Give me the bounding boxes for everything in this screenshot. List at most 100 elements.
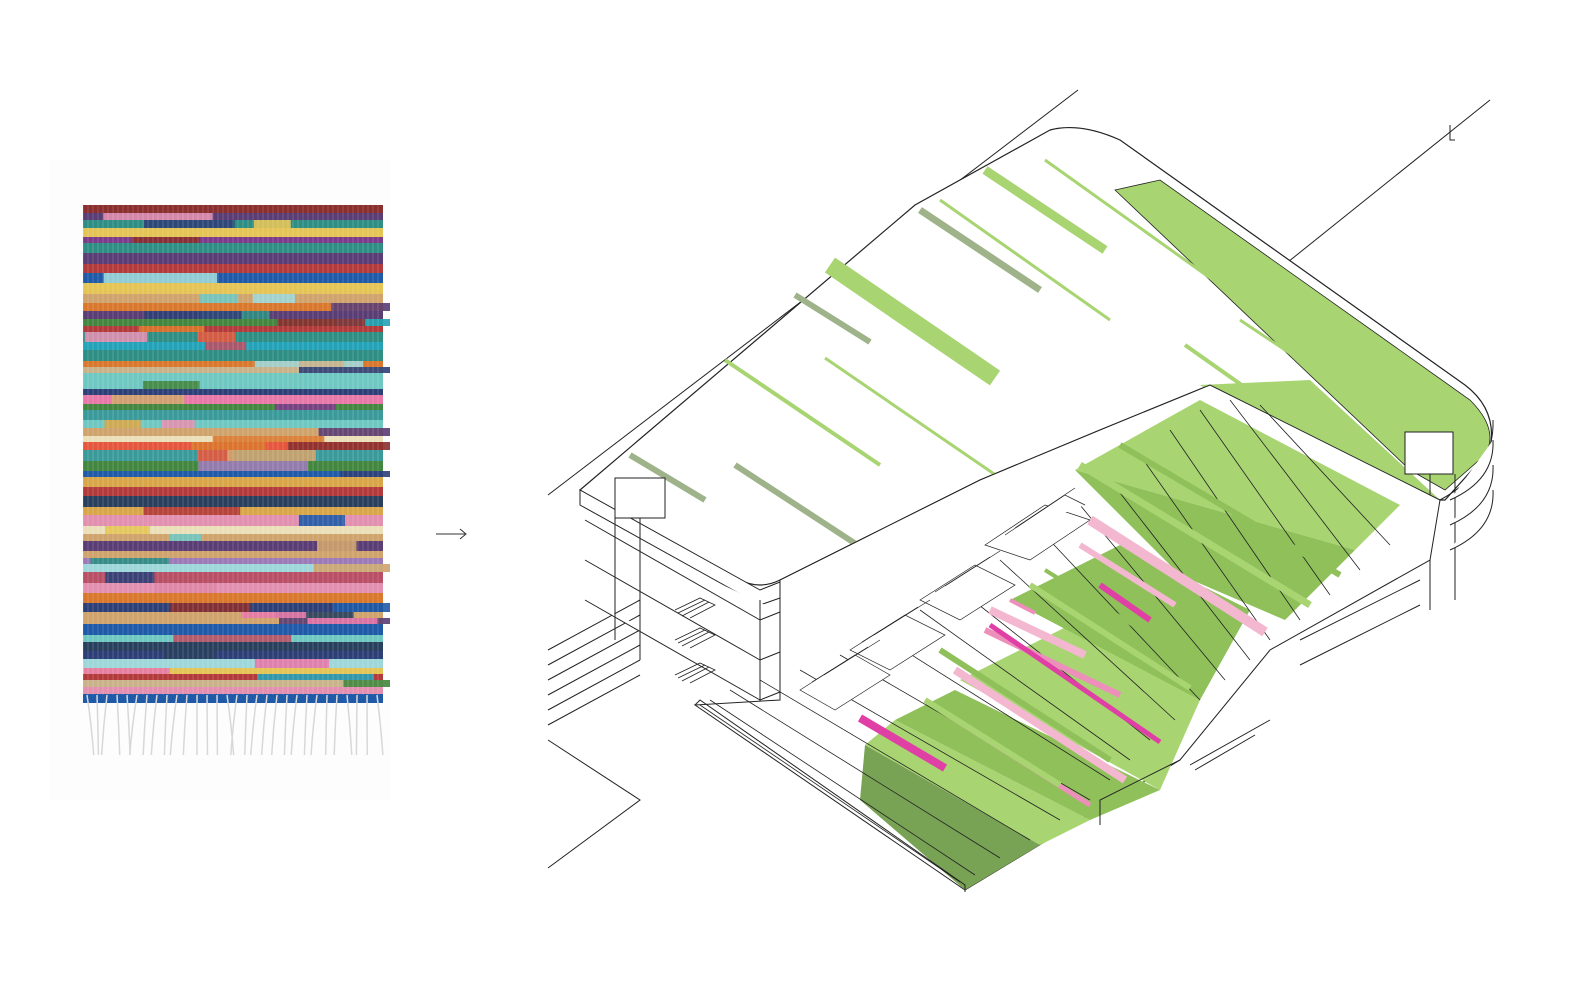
rug-weft-row: [83, 350, 383, 361]
green-strips: [923, 442, 1342, 788]
rug-fringe: [96, 694, 100, 756]
transformation-arrow: [430, 520, 480, 550]
rug-weft-row: [83, 551, 383, 558]
rug-color-patch: [331, 303, 390, 311]
rug-color-patch: [200, 294, 239, 303]
rug-color-patch: [111, 395, 185, 404]
rug-weft-row: [83, 373, 383, 381]
rug-weft-row: [83, 534, 383, 541]
rug-weft-row: [83, 694, 383, 703]
rug-fringe: [100, 694, 108, 756]
pink-strips: [857, 515, 1268, 808]
rug-weft-row: [83, 283, 383, 294]
rug-color-patch: [163, 651, 216, 659]
rug-fringe: [128, 694, 138, 756]
rug-color-patch: [317, 541, 357, 551]
rug-weft-row: [83, 264, 383, 273]
rug-color-patch: [191, 442, 266, 450]
rug-weft-row: [83, 420, 383, 428]
rug-color-patch: [257, 674, 374, 680]
rug-weft-row: [83, 237, 383, 243]
rug-color-patch: [105, 572, 155, 583]
rug-color-patch: [138, 326, 205, 332]
rug-fringe: [182, 694, 188, 756]
rug-weft-row: [83, 541, 383, 551]
rug-weft-row: [83, 404, 383, 410]
rug-color-patch: [168, 534, 202, 541]
rug-fringe: [169, 694, 178, 756]
rug-weft-row: [83, 253, 383, 264]
rug-color-patch: [277, 319, 365, 326]
rug-color-patch: [341, 680, 390, 687]
rug-color-patch: [173, 635, 292, 642]
rug-fringe: [260, 694, 268, 756]
rug-color-patch: [252, 294, 295, 303]
rug-color-patch: [105, 526, 150, 534]
rug-color-patch: [142, 381, 200, 389]
rug-weft-row: [83, 477, 383, 487]
arrow-right-icon: [436, 528, 467, 540]
rug-weft-row: [83, 496, 383, 507]
rug-weft-row: [83, 668, 383, 674]
rug-color-patch: [333, 603, 390, 612]
rug-weft-row: [83, 319, 383, 326]
rug-color-patch: [104, 420, 141, 428]
rug-fringe: [249, 694, 258, 756]
rug-color-patch: [298, 367, 390, 373]
rug-weft-row: [83, 515, 383, 526]
rug-weft-row: [83, 213, 383, 220]
rug-color-patch: [287, 442, 390, 450]
rug-weft-row: [83, 395, 383, 404]
rug-color-patch: [307, 618, 378, 624]
rug-color-patch: [340, 471, 390, 477]
rug-color-patch: [231, 680, 344, 687]
rug-color-patch: [84, 332, 148, 342]
rug-color-patch: [162, 420, 195, 428]
rug-weft-row: [83, 687, 383, 694]
rug-weft-row: [83, 381, 383, 389]
rug-weft-row: [83, 205, 383, 213]
terraces: [693, 384, 1441, 891]
rug-fringe: [333, 694, 338, 756]
rug-color-patch: [83, 668, 170, 674]
terrace-edge: [694, 699, 1271, 892]
rug-weft-row: [83, 326, 383, 332]
rug-color-patch: [170, 603, 251, 612]
rug-weft-row: [83, 273, 383, 283]
rug-weft-row: [83, 572, 383, 583]
rug-color-patch: [172, 558, 224, 564]
rug-weft-row: [83, 612, 383, 618]
rug-color-patch: [132, 237, 200, 243]
rug-color-patch: [144, 311, 242, 319]
rug-weft-row: [83, 674, 383, 680]
rug-fringe: [283, 694, 288, 756]
rug-photo: [50, 160, 390, 800]
stairs-core: [674, 597, 716, 684]
rug-weft-row: [83, 593, 383, 603]
rug-weft-row: [83, 487, 383, 496]
rug-color-patch: [198, 461, 308, 471]
rug-fringe: [226, 694, 235, 756]
rug-color-patch: [204, 342, 247, 350]
rug-color-patch: [318, 428, 390, 436]
rug-weft-row: [83, 367, 383, 373]
rug-color-patch: [227, 450, 316, 461]
rug-fringe: [324, 694, 328, 756]
rug-color-patch: [103, 273, 218, 283]
rug-color-patch: [143, 507, 241, 515]
rug-fringe: [346, 694, 353, 756]
rug-weft-row: [83, 389, 383, 395]
rug-color-patch: [144, 220, 235, 228]
rug-weft-row: [83, 564, 383, 572]
rug-weft-row: [83, 243, 383, 253]
rug-color-patch: [254, 659, 330, 668]
rug-color-patch: [197, 450, 235, 461]
rug-weft-row: [83, 526, 383, 534]
rug-color-patch: [275, 404, 336, 410]
rug-weft-row: [83, 624, 383, 635]
rug-color-patch: [241, 612, 307, 618]
rug-color-patch: [90, 558, 169, 564]
rug-weft-row: [83, 642, 383, 651]
